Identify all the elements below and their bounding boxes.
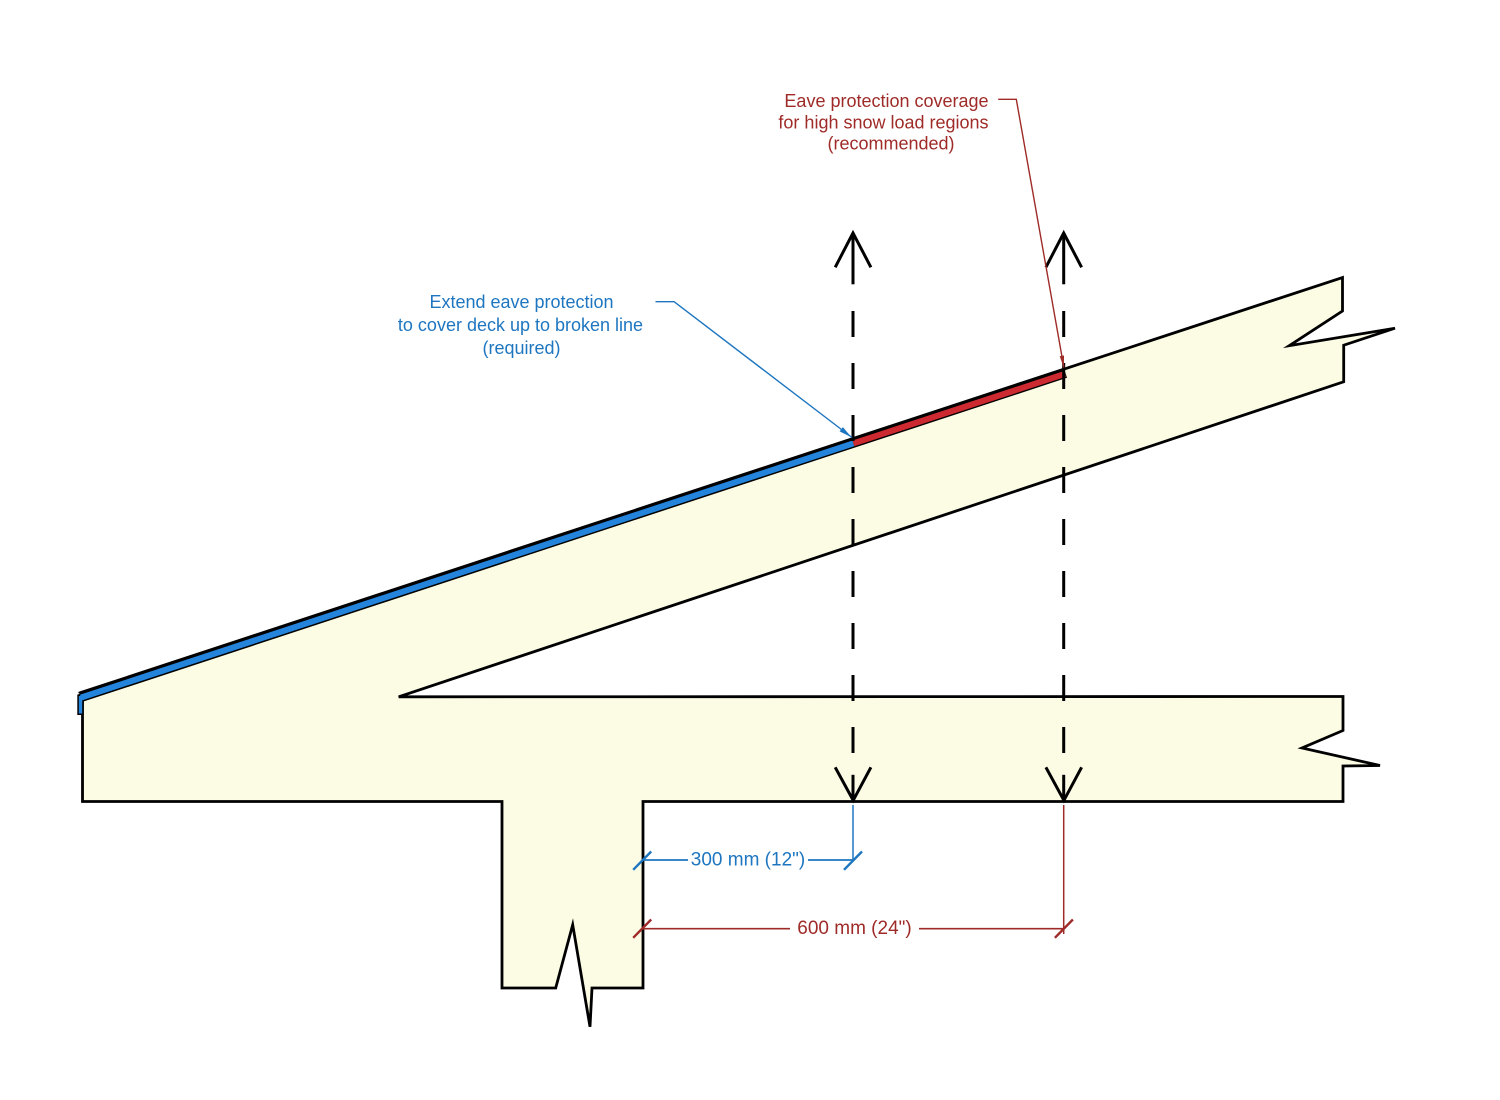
svg-text:(recommended): (recommended) <box>827 134 954 154</box>
svg-text:(required): (required) <box>482 338 560 358</box>
svg-text:600 mm (24"): 600 mm (24") <box>797 918 911 939</box>
svg-text:Extend eave protection: Extend eave protection <box>429 292 613 312</box>
svg-text:to cover deck up to broken lin: to cover deck up to broken line <box>398 315 643 335</box>
svg-text:300 mm (12"): 300 mm (12") <box>691 849 805 870</box>
svg-text:for high snow load regions: for high snow load regions <box>778 112 988 132</box>
svg-text:Eave protection coverage: Eave protection coverage <box>784 91 988 111</box>
